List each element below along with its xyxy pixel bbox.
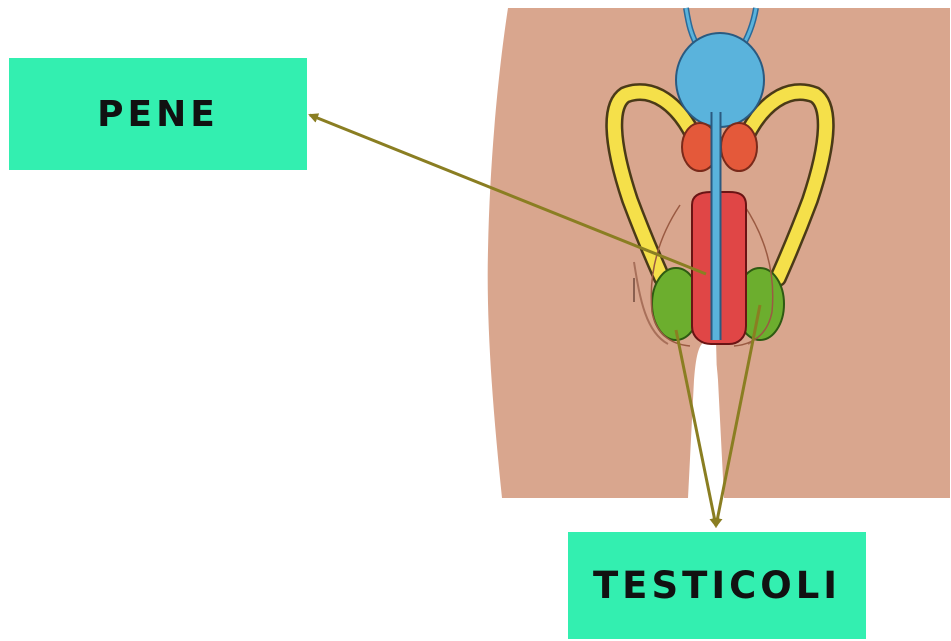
testicles-label: TESTICOLI [593,564,841,607]
testicles-label-box: TESTICOLI [568,532,866,639]
penis-label: PENE [97,94,219,135]
penis-label-box: PENE [9,58,307,170]
seminal-vesicle-right [721,123,757,171]
